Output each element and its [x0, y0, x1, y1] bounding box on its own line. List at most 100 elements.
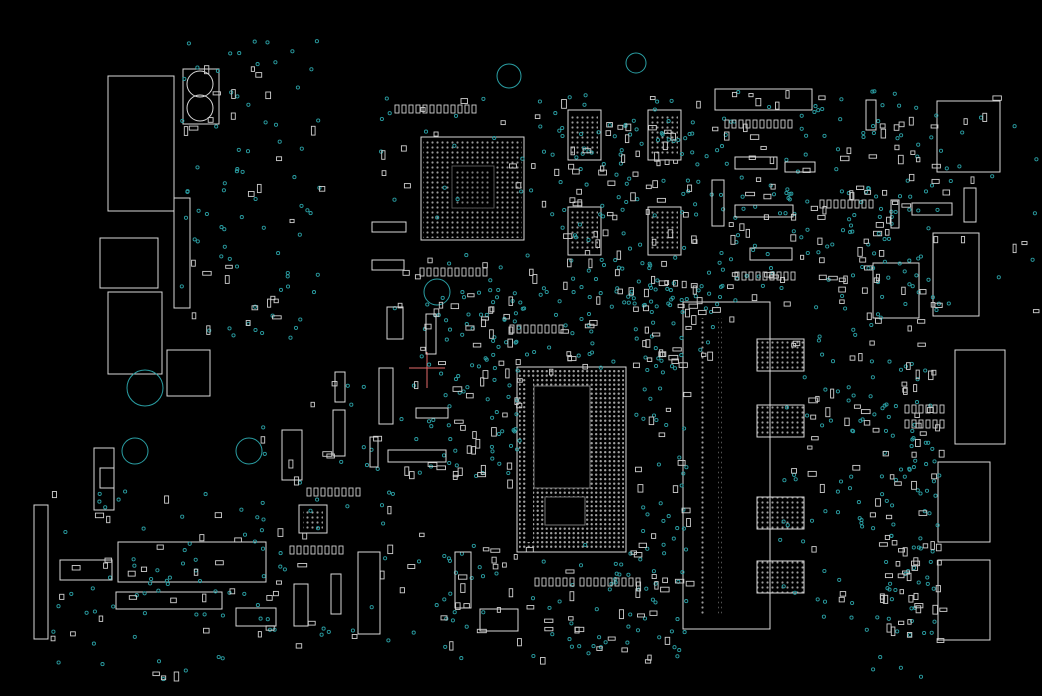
capacitor[interactable] — [235, 607, 277, 627]
resistor-array-part[interactable] — [847, 199, 853, 209]
smd-component[interactable] — [651, 238, 657, 246]
resistor-array-part[interactable] — [748, 271, 754, 281]
smd-component[interactable] — [409, 471, 415, 480]
smd-component[interactable] — [450, 303, 460, 310]
smd-component[interactable] — [567, 258, 572, 268]
smd-component[interactable] — [50, 635, 56, 642]
smd-component[interactable] — [914, 412, 920, 418]
capacitor[interactable] — [415, 407, 449, 419]
smd-component[interactable] — [381, 170, 387, 176]
smd-component[interactable] — [838, 277, 846, 283]
resistor-array-part[interactable] — [787, 119, 793, 129]
smd-component[interactable] — [898, 620, 905, 625]
smd-component[interactable] — [745, 228, 750, 238]
smd-component[interactable] — [475, 438, 481, 449]
smd-component[interactable] — [882, 189, 888, 196]
smd-component[interactable] — [864, 189, 872, 195]
smd-component[interactable] — [452, 474, 458, 480]
smd-component[interactable] — [173, 671, 180, 682]
smd-component[interactable] — [645, 184, 652, 190]
smd-component[interactable] — [193, 568, 199, 576]
smd-component[interactable] — [645, 209, 650, 215]
smd-component[interactable] — [621, 154, 626, 163]
smd-component[interactable] — [828, 275, 838, 281]
capacitor[interactable] — [387, 449, 447, 463]
smd-component[interactable] — [621, 647, 628, 653]
smd-component[interactable] — [59, 593, 65, 600]
smd-component[interactable] — [534, 114, 541, 119]
resistor-array-part[interactable] — [394, 104, 400, 114]
smd-component[interactable] — [894, 481, 902, 486]
smd-component[interactable] — [310, 125, 316, 136]
smd-component[interactable] — [582, 148, 592, 154]
smd-component[interactable] — [588, 258, 593, 269]
smd-component[interactable] — [256, 183, 262, 194]
smd-component[interactable] — [607, 180, 616, 186]
smd-component[interactable] — [652, 332, 661, 337]
smd-component[interactable] — [541, 200, 547, 208]
bga-gpu-chip[interactable] — [420, 136, 525, 241]
smd-component[interactable] — [913, 384, 918, 393]
resistor-array-part[interactable] — [918, 419, 924, 429]
smd-component[interactable] — [98, 615, 104, 622]
capacitor[interactable] — [734, 204, 794, 218]
smd-component[interactable] — [472, 342, 482, 348]
resistor-array-part[interactable] — [569, 577, 575, 587]
smd-component[interactable] — [808, 397, 818, 404]
smd-component[interactable] — [859, 257, 867, 263]
smd-component[interactable] — [913, 592, 919, 600]
resistor-array-part[interactable] — [534, 577, 540, 587]
smd-component[interactable] — [863, 238, 869, 244]
smd-component[interactable] — [460, 98, 468, 104]
smd-component[interactable] — [885, 514, 893, 520]
smd-component[interactable] — [399, 587, 405, 594]
resistor-array-part[interactable] — [468, 267, 474, 277]
capacitor[interactable] — [711, 179, 725, 227]
resistor-array-part[interactable] — [461, 267, 467, 277]
smd-component[interactable] — [875, 273, 880, 282]
smd-component[interactable] — [852, 464, 861, 471]
smd-component[interactable] — [662, 141, 668, 151]
smd-component[interactable] — [614, 269, 620, 277]
smd-component[interactable] — [224, 275, 230, 284]
smd-component[interactable] — [886, 623, 892, 633]
smd-component[interactable] — [739, 223, 745, 231]
smd-component[interactable] — [103, 562, 108, 569]
resistor-array-part[interactable] — [840, 199, 846, 209]
smd-component[interactable] — [690, 283, 698, 289]
resistor-array-part[interactable] — [932, 419, 938, 429]
smd-component[interactable] — [454, 419, 464, 424]
smd-component[interactable] — [509, 163, 517, 169]
capacitor[interactable] — [479, 608, 519, 632]
smd-component[interactable] — [783, 301, 791, 307]
smd-component[interactable] — [785, 90, 790, 99]
smd-component[interactable] — [849, 190, 854, 200]
smd-component[interactable] — [818, 95, 826, 101]
resistor-array-part[interactable] — [904, 419, 910, 429]
smd-component[interactable] — [712, 126, 719, 132]
resistor-array-part[interactable] — [306, 487, 312, 497]
smd-component[interactable] — [644, 326, 649, 334]
capacitor[interactable] — [281, 429, 303, 481]
smd-component[interactable] — [508, 326, 514, 335]
smd-component[interactable] — [688, 303, 699, 309]
smd-component[interactable] — [568, 616, 574, 621]
smd-component[interactable] — [457, 467, 463, 476]
smd-component[interactable] — [247, 191, 255, 197]
smd-component[interactable] — [672, 485, 679, 493]
smd-component[interactable] — [322, 451, 333, 457]
smd-component[interactable] — [882, 450, 889, 457]
smd-component[interactable] — [503, 313, 510, 320]
smd-component[interactable] — [928, 370, 934, 381]
smd-component[interactable] — [403, 183, 411, 189]
smd-component[interactable] — [507, 479, 513, 489]
smd-component[interactable] — [770, 183, 776, 190]
resistor-array-part[interactable] — [331, 545, 337, 555]
smd-component[interactable] — [424, 323, 432, 330]
smd-component[interactable] — [907, 325, 912, 332]
capacitor[interactable] — [371, 221, 407, 233]
capacitor[interactable] — [425, 313, 437, 355]
smd-component[interactable] — [152, 671, 160, 677]
smd-component[interactable] — [632, 362, 640, 369]
